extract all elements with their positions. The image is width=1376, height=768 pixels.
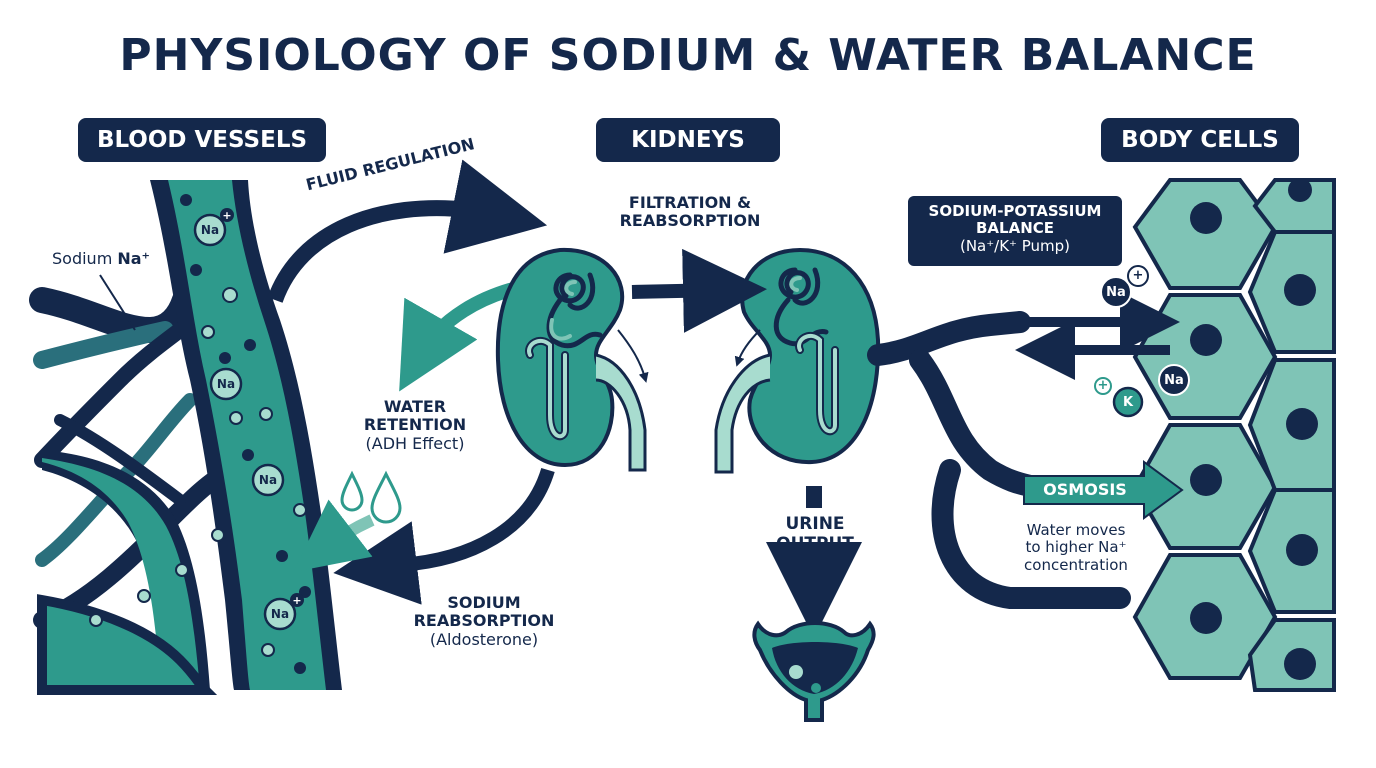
cell-supply-vessel (867, 311, 1031, 366)
urine-output-line1: URINE (785, 514, 845, 534)
water-moves-line1: Water moves (1026, 521, 1126, 539)
na-ion-label-1: Na (200, 223, 220, 237)
sodium-label-prefix: Sodium (52, 249, 118, 268)
na-ion-vessel-1: + (193, 208, 234, 247)
svg-text:+: + (292, 594, 301, 607)
na-ion-label-2: Na (216, 377, 236, 391)
body-cell (1132, 178, 1278, 290)
water-inflow-arrow (293, 499, 375, 572)
na-ion-vessel-4: + (263, 593, 304, 631)
section-blood-vessels: BLOOD VESSELS (78, 118, 326, 162)
sodium-label-symbol: Na⁺ (117, 249, 150, 268)
na-ion-label-4: Na (270, 607, 290, 621)
k-ion-pump (1094, 377, 1144, 418)
sodium-reabsorption-line2: REABSORPTION (413, 611, 555, 631)
water-retention-sub: (ADH Effect) (365, 433, 465, 453)
filtration-label-line1: FILTRATION & (628, 193, 752, 212)
na-ion-pump-2 (1158, 364, 1190, 396)
urine-output-line2: OUTPUT (776, 533, 854, 554)
body-cell (1132, 293, 1278, 420)
section-kidneys: KIDNEYS (596, 118, 780, 162)
right-kidney (714, 247, 881, 474)
filtration-label: FILTRATION & REABSORPTION (600, 193, 780, 231)
water-drops-icon (340, 470, 402, 524)
urine-arrow-stem-top (806, 486, 822, 508)
main-vessel-lumen (168, 180, 326, 690)
fluid-regulation-arrow (267, 159, 548, 303)
sodium-potassium-balance-box: SODIUM-POTASSIUM BALANCE (Na⁺/K⁺ Pump) (908, 196, 1122, 266)
cell-supply-vessel-lower (931, 459, 1131, 609)
page-title: PHYSIOLOGY OF SODIUM & WATER BALANCE (119, 30, 1257, 81)
k-ion-plus: + (1097, 378, 1109, 393)
bladder-icon (752, 620, 876, 722)
svg-text:+: + (222, 209, 231, 222)
na-ion-label-3: Na (258, 473, 278, 487)
water-moves-line2: to higher Na⁺ (1025, 538, 1127, 557)
na-ion-pump-label-1: Na (1106, 285, 1126, 300)
filtration-label-line2: REABSORPTION (619, 211, 761, 231)
sodium-reabsorption-line1: SODIUM (447, 593, 521, 612)
left-kidney (495, 247, 649, 472)
na-ion-pump-label-2: Na (1164, 373, 1184, 388)
sodium-pointer-line (99, 274, 136, 331)
k-ion-label: K (1122, 395, 1134, 410)
body-cells-grid (1132, 178, 1336, 692)
sodium-reabsorption-sub: (Aldosterone) (429, 629, 539, 649)
na-ion-vessel-2 (209, 367, 243, 401)
pump-line2: BALANCE (975, 219, 1055, 238)
sodium-reabsorption-arrow (333, 467, 555, 605)
osmosis-arrow (1023, 460, 1184, 520)
sodium-label: Sodium Na⁺ (52, 249, 150, 268)
sodium-reabsorption-label: SODIUM REABSORPTION (Aldosterone) (394, 593, 574, 649)
blood-particles (89, 194, 311, 674)
pump-line1: SODIUM-POTASSIUM (928, 202, 1102, 220)
vessel-branch (33, 321, 174, 369)
water-moves-line3: concentration (1024, 555, 1128, 574)
water-retention-line1: WATER (383, 397, 447, 416)
lower-vessel (37, 594, 218, 695)
na-ion-pump-1 (1100, 265, 1149, 308)
vessel-branch (54, 414, 186, 506)
secondary-vessel-lumen (42, 458, 200, 690)
water-retention-label: WATER RETENTION (ADH Effect) (340, 397, 490, 453)
water-retention-line2: RETENTION (363, 415, 467, 435)
na-ion-vessel-3 (251, 463, 285, 497)
kidney-transfer-arrow (631, 248, 767, 333)
na-ion-pump-plus: + (1132, 268, 1144, 283)
pump-sub: (Na⁺/K⁺ Pump) (959, 236, 1071, 255)
water-moves-label: Water moves to higher Na⁺ concentration (1006, 521, 1146, 574)
vessel-branch (34, 322, 188, 468)
urine-output-label: URINE OUTPUT (760, 514, 870, 554)
section-body-cells: BODY CELLS (1101, 118, 1299, 162)
cell-supply-vessel-branch (909, 349, 1041, 497)
osmosis-label: OSMOSIS (1043, 480, 1127, 499)
